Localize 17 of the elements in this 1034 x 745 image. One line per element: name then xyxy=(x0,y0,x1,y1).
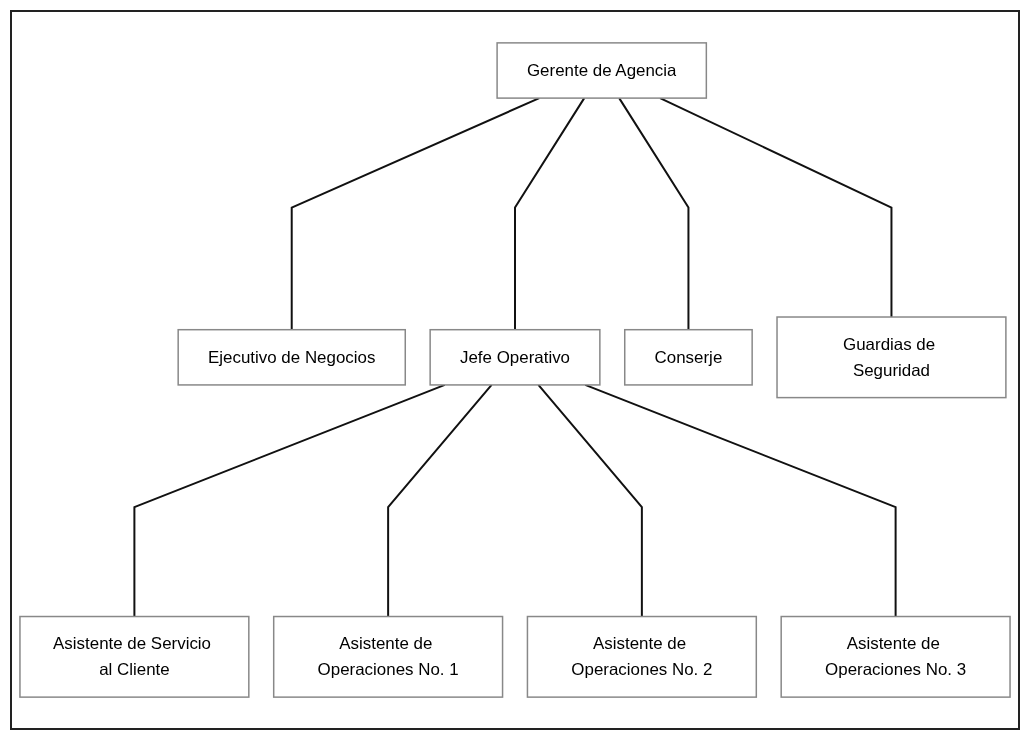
connector xyxy=(537,383,643,618)
node-box: Asistente de Operaciones No. 3 xyxy=(780,615,1011,698)
node-box: Asistente de Operaciones No. 1 xyxy=(272,615,504,698)
node-box: Ejecutivo de Negocios xyxy=(177,328,406,386)
node-box: Conserje xyxy=(624,328,753,386)
node-box: Asistente de Operaciones No. 2 xyxy=(526,615,758,698)
connector xyxy=(133,383,446,618)
connector xyxy=(584,383,897,618)
node-box: Asistente de Servicio al Cliente xyxy=(19,615,250,698)
connector xyxy=(514,97,586,331)
node-box: Jefe Operativo xyxy=(429,328,601,386)
node-box: Guardias de Seguridad xyxy=(776,316,1007,399)
connector xyxy=(659,97,893,318)
connector xyxy=(290,97,541,331)
connector xyxy=(618,97,690,331)
connector xyxy=(387,383,493,618)
node-box: Gerente de Agencia xyxy=(496,42,708,99)
